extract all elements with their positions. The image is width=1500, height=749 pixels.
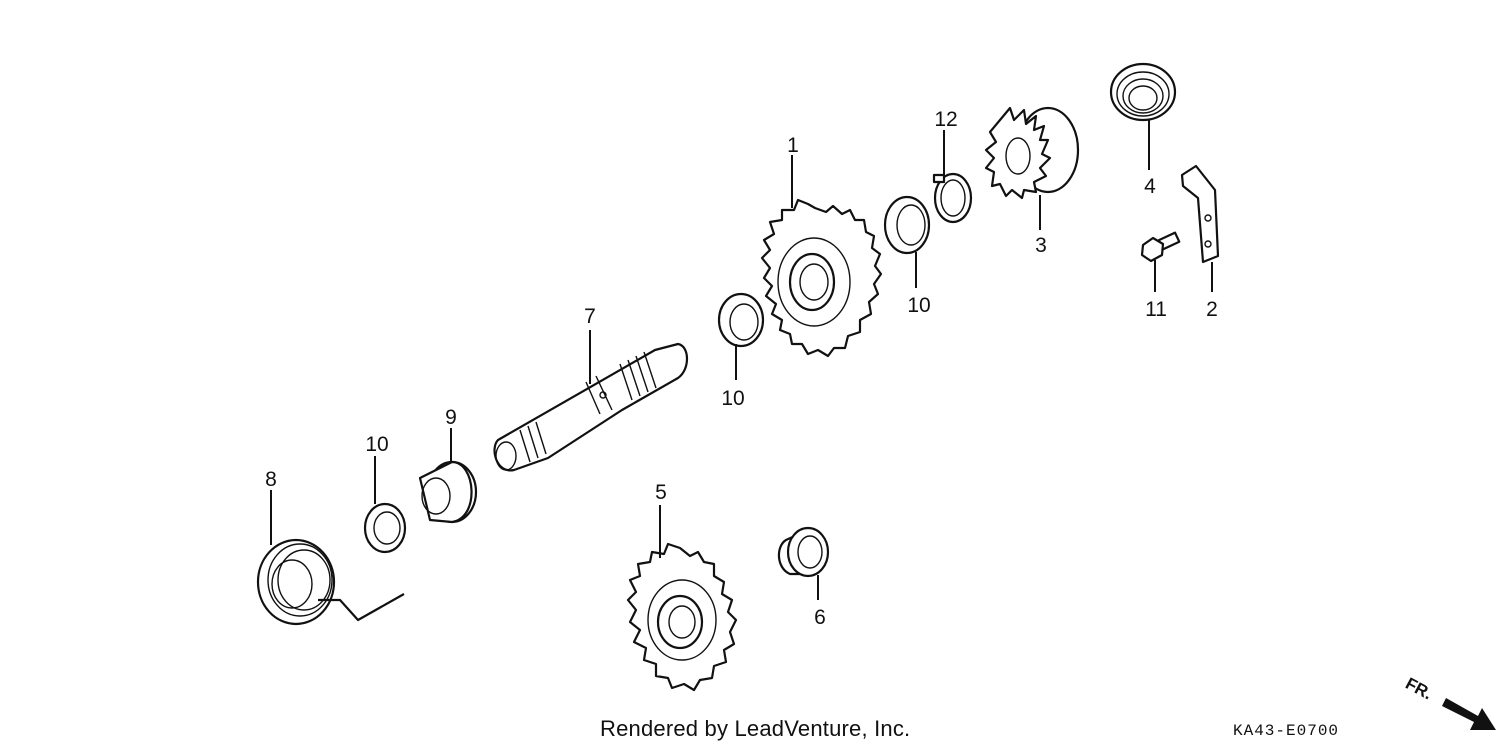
part-3-ratchet[interactable]	[984, 106, 1080, 200]
callout-10-upper: 10	[907, 294, 930, 317]
callout-10-left: 10	[365, 433, 388, 456]
callout-11: 11	[1145, 298, 1167, 321]
callout-7: 7	[584, 305, 596, 328]
part-11-bolt[interactable]	[1140, 231, 1181, 263]
callout-9: 9	[445, 406, 457, 429]
front-direction-indicator: FR.	[1402, 674, 1498, 736]
part-10-washer-left[interactable]	[363, 502, 407, 554]
part-6-bushing[interactable]	[777, 526, 830, 578]
part-5-gear[interactable]	[626, 542, 738, 692]
callout-12: 12	[934, 108, 957, 131]
part-12-circlip[interactable]	[932, 172, 973, 224]
part-4-spring[interactable]	[1109, 62, 1177, 122]
diagram-code: KA43-E0700	[1233, 722, 1340, 740]
part-2-bracket[interactable]	[1180, 164, 1220, 264]
callout-4: 4	[1144, 175, 1156, 198]
part-7-shaft[interactable]	[493, 342, 689, 472]
callout-8: 8	[265, 468, 277, 491]
fr-label: FR.	[1402, 676, 1435, 703]
part-1-gear[interactable]	[760, 198, 883, 358]
arrow-icon	[1442, 698, 1496, 730]
part-10-washer-middle[interactable]	[717, 292, 765, 348]
callout-10-middle: 10	[721, 387, 744, 410]
callout-5: 5	[655, 481, 667, 504]
part-8-spring[interactable]	[256, 538, 405, 626]
callout-1: 1	[787, 134, 799, 157]
callout-3: 3	[1035, 234, 1047, 257]
callout-2: 2	[1206, 298, 1218, 321]
callout-6: 6	[814, 606, 826, 629]
credit-text: Rendered by LeadVenture, Inc.	[600, 716, 911, 741]
part-10-washer-upper[interactable]	[883, 195, 931, 255]
part-9-collar[interactable]	[418, 460, 478, 524]
